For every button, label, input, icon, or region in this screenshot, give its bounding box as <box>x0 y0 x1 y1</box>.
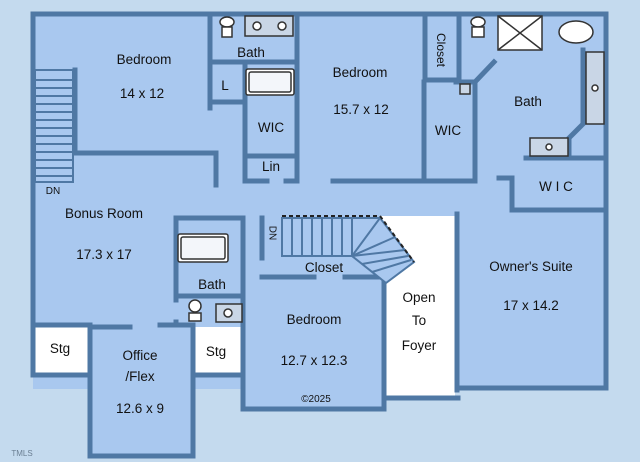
linen-l-name: L <box>221 78 229 93</box>
sink-icon <box>545 143 553 151</box>
sink-icon <box>277 21 287 31</box>
storage-left-floor <box>35 327 89 373</box>
toilet-tank <box>221 26 233 38</box>
stair-tread <box>371 259 412 273</box>
sink-icon <box>252 21 262 31</box>
owners-wic-name: W I C <box>539 179 573 194</box>
bedroom-south-floor <box>243 275 383 408</box>
left-staircase <box>34 69 74 183</box>
storage-right-name: Stg <box>205 344 227 359</box>
stair-tread <box>351 217 381 257</box>
open-to-foyer-line-3: Foyer <box>401 338 437 353</box>
fixtures <box>177 15 605 323</box>
lin-floor <box>249 157 289 181</box>
stair-tread <box>351 249 406 257</box>
bedroom-nw-size: 14 x 12 <box>119 86 165 101</box>
office-size: 12.6 x 9 <box>115 401 165 416</box>
storage-right-floor <box>195 327 242 373</box>
open-to-foyer-line-1: Open <box>402 290 436 305</box>
foyer-railing <box>282 215 415 263</box>
closet-mid-name: Closet <box>304 260 344 275</box>
copyright-text: ©2025 <box>301 394 331 405</box>
toilet-icon <box>219 16 235 28</box>
owners-suite-size: 17 x 14.2 <box>503 298 559 313</box>
toilet-tank <box>471 26 485 38</box>
toilet-icon <box>188 299 202 313</box>
toilet-tank <box>188 312 202 322</box>
office-walls <box>87 324 196 459</box>
tub-oval-icon <box>558 20 594 44</box>
office-name: Office <box>122 348 158 363</box>
bedroom-south-size: 12.7 x 12.3 <box>280 353 348 368</box>
owners-bath-name: Bath <box>514 94 542 109</box>
bath-mid-name: Bath <box>198 277 226 292</box>
bedroom-south-name: Bedroom <box>286 312 342 327</box>
owners-bath-left-diag <box>471 58 498 86</box>
lin-name: Lin <box>261 159 281 174</box>
closet-top-name: Closet <box>434 32 448 68</box>
owners-bath-counter <box>566 47 586 161</box>
owners-wic-floor <box>510 158 605 210</box>
bedroom-south-walls <box>240 255 387 412</box>
open-to-foyer-line-2: To <box>411 313 427 328</box>
left-stair-box <box>34 69 74 183</box>
office-name-2: /Flex <box>125 369 155 384</box>
vanity-top <box>244 15 294 37</box>
bedroom-center-name: Bedroom <box>332 65 388 80</box>
toilet-icon <box>470 16 486 28</box>
stair-down-left-label: DN <box>45 186 61 197</box>
bedroom-center-size: 15.7 x 12 <box>333 102 389 117</box>
outer-wall-right <box>455 11 609 391</box>
center-staircase <box>281 215 416 285</box>
owners-bath-bottom-wall <box>496 175 609 213</box>
shower-cross <box>497 15 543 51</box>
bedroom-nw-name: Bedroom <box>116 52 172 67</box>
sink-icon <box>223 308 233 318</box>
wic-right-name: WIC <box>434 123 462 138</box>
storage-right <box>190 322 246 378</box>
sink-icon <box>591 84 599 92</box>
owners-suite-name: Owner's Suite <box>489 259 573 274</box>
outer-wall-left <box>30 11 93 378</box>
closet-top-floor <box>426 15 456 77</box>
bonus-room-size: 17.3 x 17 <box>76 247 132 262</box>
office-floor-area <box>90 325 193 455</box>
stair-tread <box>351 236 396 257</box>
small-cabinet <box>459 83 471 95</box>
stair-tread <box>361 255 409 265</box>
watermark-text: TMLS <box>11 449 33 458</box>
bathtub-mid-inner <box>180 236 226 260</box>
stair-down-center-label: DN <box>266 225 278 241</box>
bonus-room-name: Bonus Room <box>64 206 144 221</box>
wic-mid-name: WIC <box>257 120 285 135</box>
storage-left-name: Stg <box>49 341 71 356</box>
bathtub-top-inner <box>248 71 292 93</box>
open-to-foyer-area <box>380 216 455 398</box>
bath-top-name: Bath <box>237 45 265 60</box>
walls <box>30 11 609 459</box>
